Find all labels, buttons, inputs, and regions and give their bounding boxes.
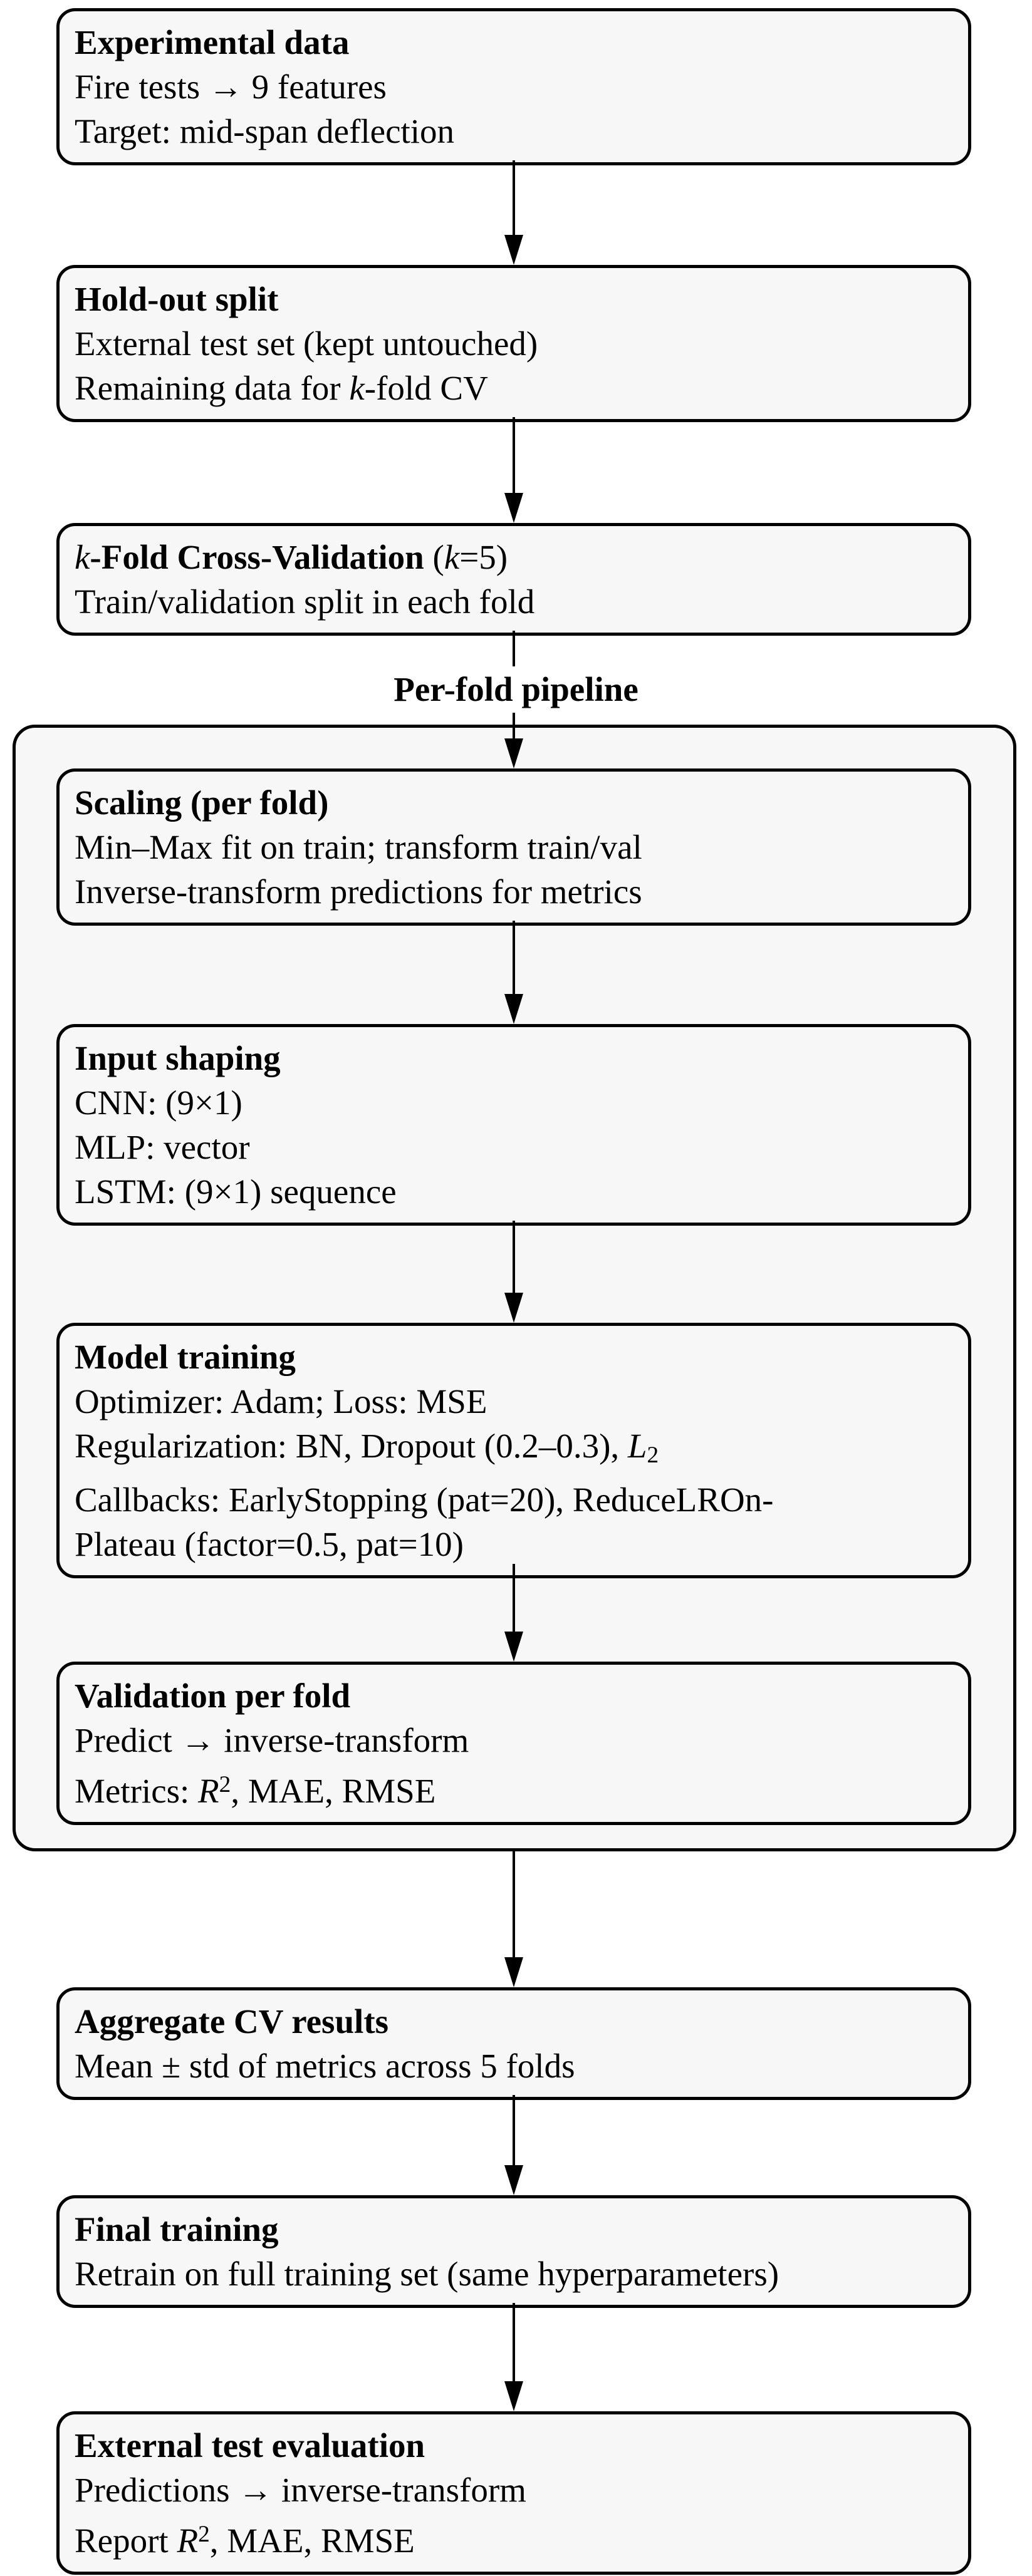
arrow-head-icon <box>504 1632 523 1662</box>
text-line: Regularization: BN, Dropout (0.2–0.3), L… <box>75 1427 659 1469</box>
flow-arrow-down <box>504 921 523 1024</box>
text-line: Hold-out split <box>75 280 279 318</box>
text-line: Callbacks: EarlyStopping (pat=20), Reduc… <box>75 1481 774 1519</box>
arrow-shaft <box>513 921 515 1000</box>
flow-arrow-down <box>504 417 523 523</box>
text-line: Retrain on full training set (same hyper… <box>75 2255 779 2293</box>
arrow-head-icon <box>504 1957 523 1987</box>
text-line: Target: mid-span deflection <box>75 112 455 150</box>
text-line: Final training <box>75 2210 279 2248</box>
node-kfold-cross-validation: k-Fold Cross-Validation (k=5) Train/valid… <box>56 523 971 636</box>
text-line: Optimizer: Adam; Loss: MSE <box>75 1382 487 1420</box>
text-line: Metrics: R2, MAE, RMSE <box>75 1771 436 1810</box>
text-line: External test set (kept untouched) <box>75 324 538 363</box>
text-line: Experimental data <box>75 23 350 61</box>
arrow-head-icon <box>504 738 523 768</box>
flow-arrow-down <box>504 1851 523 1987</box>
text-line: Mean ± std of metrics across 5 folds <box>75 2047 575 2085</box>
text-line: Input shaping <box>75 1039 281 1077</box>
text-line: Predict → inverse-transform <box>75 1721 469 1759</box>
text-line: Train/validation split in each fold <box>75 582 535 621</box>
text-line: Predictions → inverse-transform <box>75 2471 526 2509</box>
text-line: Plateau (factor=0.5, pat=10) <box>75 1525 464 1564</box>
arrow-shaft <box>513 2095 515 2171</box>
arrow-head-icon <box>504 1293 523 1323</box>
arrow-shaft <box>513 417 515 499</box>
text-line: MLP: vector <box>75 1128 250 1166</box>
arrow-head-icon <box>504 235 523 265</box>
arrow-shaft <box>513 2303 515 2387</box>
arrow-head-icon <box>504 2381 523 2411</box>
text-line: Inverse-transform predictions for metric… <box>75 872 642 911</box>
text-line: Model training <box>75 1338 296 1376</box>
text-line: Report R2, MAE, RMSE <box>75 2521 415 2560</box>
text-line: LSTM: (9×1) sequence <box>75 1172 397 1211</box>
text-line: k-Fold Cross-Validation (k=5) <box>75 538 508 576</box>
text-line: External test evaluation <box>75 2426 425 2465</box>
flow-arrow-down <box>504 2095 523 2195</box>
text-line: Remaining data for k-fold CV <box>75 369 488 407</box>
text-line: Aggregate CV results <box>75 2002 389 2041</box>
arrow-shaft <box>513 1221 515 1299</box>
arrow-head-icon <box>504 994 523 1024</box>
text-line: CNN: (9×1) <box>75 1084 242 1122</box>
flow-arrow-down <box>504 2303 523 2411</box>
node-scaling-per-fold: Scaling (per fold) Min–Max fit on train; … <box>56 768 971 926</box>
arrow-shaft <box>513 1564 515 1638</box>
arrow-shaft <box>513 160 515 241</box>
text-line: Validation per fold <box>75 1677 351 1715</box>
per-fold-pipeline-label: Per-fold pipeline <box>382 666 650 713</box>
text-line: Scaling (per fold) <box>75 784 329 822</box>
text-line: Fire tests → 9 features <box>75 68 387 106</box>
text-line: Min–Max fit on train; transform train/va… <box>75 828 642 866</box>
text-line: Per-fold pipeline <box>394 670 638 708</box>
arrow-head-icon <box>504 2165 523 2195</box>
flow-arrow-down <box>504 160 523 265</box>
flow-arrow-down <box>504 1564 523 1662</box>
arrow-shaft <box>513 1851 515 1963</box>
arrow-head-icon <box>504 493 523 523</box>
flow-arrow-down <box>504 1221 523 1323</box>
